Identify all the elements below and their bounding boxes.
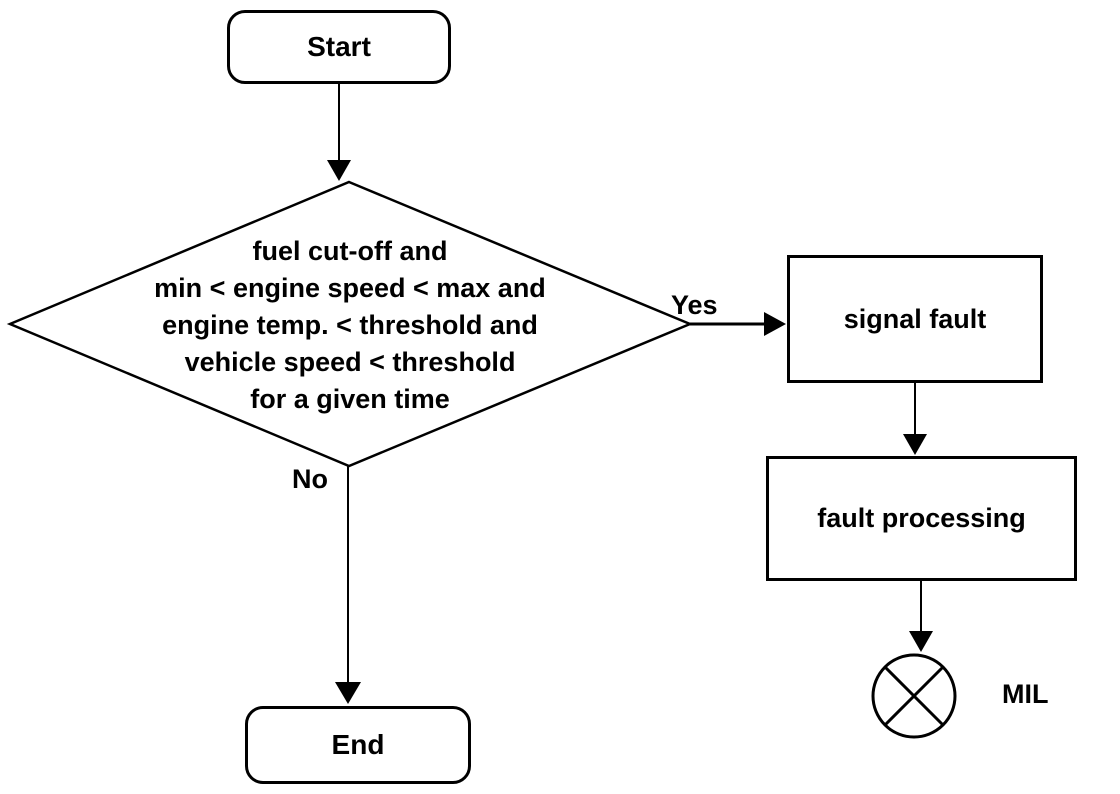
indicator-lamp-cross-line-2 [883,665,945,727]
no-edge-label: No [292,464,328,494]
decision-condition-text: fuel cut-off and min < engine speed < ma… [30,233,670,418]
arrowhead-decision-to-signal-fault [764,312,786,336]
yes-edge-label: Yes [671,290,718,320]
end-node: End [245,706,471,784]
mil-label: MIL [1002,679,1049,709]
indicator-lamp-icon [871,653,957,739]
start-node-label: Start [307,31,371,62]
condition-line-1: fuel cut-off and [252,236,448,266]
end-node-label: End [331,729,385,760]
start-node: Start [227,10,451,84]
signal-fault-node: signal fault [787,255,1043,383]
arrowhead-fault-processing-to-mil [909,631,933,652]
arrowhead-signal-fault-to-fault-processing [903,434,927,455]
fault-processing-node-label: fault processing [817,503,1026,533]
condition-line-4: vehicle speed < threshold [184,347,516,377]
arrowhead-decision-to-end [335,682,361,704]
condition-line-5: for a given time [250,384,450,414]
fault-processing-node: fault processing [766,456,1077,581]
arrowhead-start-to-decision [327,160,351,181]
condition-line-2: min < engine speed < max and [154,273,546,303]
signal-fault-node-label: signal fault [843,303,987,334]
condition-line-3: engine temp. < threshold and [162,310,538,340]
